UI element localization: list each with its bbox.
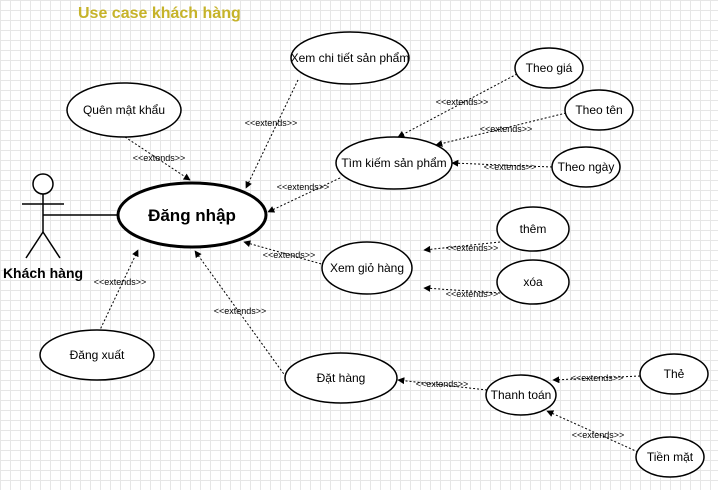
use-case-label: thêm (520, 222, 547, 236)
extend-label: <<extends>> (133, 153, 186, 163)
extend-the (552, 375, 641, 384)
use-case-label: Đăng nhập (148, 206, 236, 225)
use-case-label: Theo tên (575, 103, 622, 117)
use-case-label: Đặt hàng (317, 371, 366, 385)
diagram-title: Use case khách hàng (78, 5, 241, 22)
use-case-xem-gio-hang[interactable]: Xem giỏ hàng (321, 241, 413, 295)
extend-label: <<extends>> (94, 277, 147, 287)
extend-label: <<extends>> (277, 182, 330, 192)
actor-khach-hang[interactable]: Khách hàng (3, 173, 83, 281)
use-case-label: Quên mật khẩu (83, 103, 165, 117)
extend-label: <<extends>> (214, 306, 267, 316)
extend-theo-ngay (451, 159, 553, 168)
extend-label: <<extends>> (446, 243, 499, 253)
extend-theo-gia (397, 73, 518, 138)
extend-label: <<extends>> (572, 430, 625, 440)
use-case-them[interactable]: thêm (496, 206, 570, 252)
use-case-label: Tìm kiếm sản phẩm (341, 156, 446, 170)
use-case-tim-kiem[interactable]: Tìm kiếm sản phẩm (335, 136, 453, 190)
actor-right-leg (42, 231, 61, 259)
use-case-dang-nhap[interactable]: Đăng nhập (116, 181, 268, 249)
extend-dang-xuat (98, 249, 139, 333)
use-case-label: Xem giỏ hàng (330, 261, 404, 275)
extend-label: <<extends>> (245, 118, 298, 128)
use-case-label: Theo ngày (558, 160, 615, 174)
extend-label: <<extends>> (436, 97, 489, 107)
extend-tim-kiem (267, 177, 341, 213)
extend-label: <<extends>> (480, 124, 533, 134)
extend-thanh-toan (397, 377, 488, 391)
use-case-xem-chi-tiet[interactable]: Xem chi tiết sản phẩm (290, 31, 410, 85)
use-case-label: Thanh toán (491, 388, 552, 402)
extend-them (423, 241, 501, 253)
use-case-the[interactable]: Thẻ (639, 353, 709, 395)
use-case-theo-ten[interactable]: Theo tên (564, 89, 634, 131)
extend-tien-mat (546, 410, 639, 453)
use-case-label: xóa (523, 275, 543, 289)
extend-quen-mat-khau (124, 136, 191, 181)
use-case-quen-mat-khau[interactable]: Quên mật khẩu (66, 82, 182, 138)
use-case-theo-ngay[interactable]: Theo ngày (551, 146, 621, 188)
extend-dat-hang (194, 250, 287, 378)
use-case-label: Đăng xuất (70, 348, 125, 362)
use-case-dat-hang[interactable]: Đặt hàng (284, 352, 398, 404)
use-case-label: Thẻ (664, 367, 685, 381)
use-case-tien-mat[interactable]: Tiền mặt (635, 436, 705, 478)
extend-label: <<extends>> (446, 289, 499, 299)
use-case-thanh-toan[interactable]: Thanh toán (485, 374, 557, 416)
actor-label: Khách hàng (3, 265, 83, 281)
use-case-label: Tiền mặt (647, 450, 694, 464)
extend-label: <<extends>> (416, 379, 469, 389)
use-case-xoa[interactable]: xóa (496, 259, 570, 305)
extend-label: <<extends>> (484, 162, 537, 172)
use-case-label: Theo giá (526, 61, 573, 75)
use-case-label: Xem chi tiết sản phẩm (291, 51, 410, 65)
use-case-dang-xuat[interactable]: Đăng xuất (39, 329, 155, 381)
extend-xoa (423, 284, 501, 294)
extend-label: <<extends>> (263, 250, 316, 260)
extend-xem-chi-tiet (245, 79, 299, 189)
actor-head (32, 173, 54, 195)
extend-label: <<extends>> (571, 373, 624, 383)
use-case-theo-gia[interactable]: Theo giá (514, 47, 584, 89)
actor-left-leg (25, 231, 44, 259)
